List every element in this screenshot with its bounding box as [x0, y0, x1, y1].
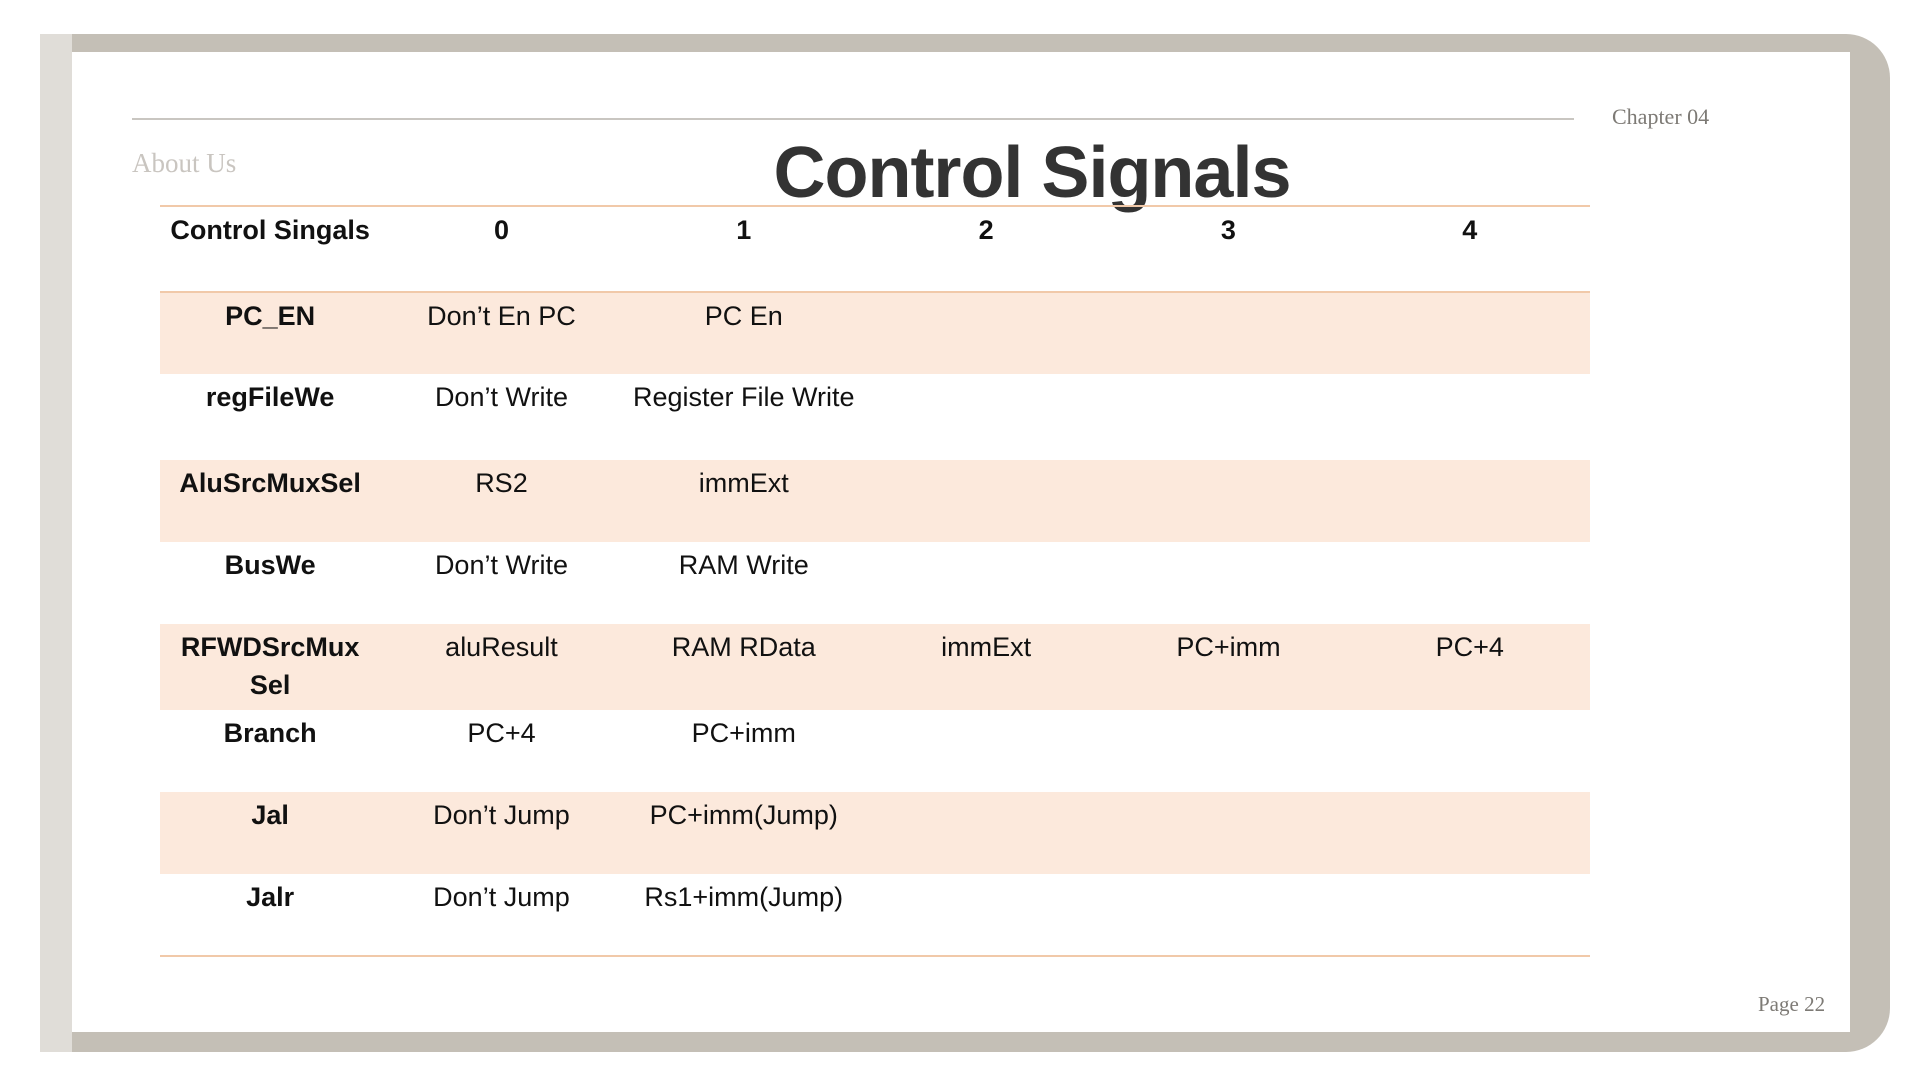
table-cell: Don’t En PC — [427, 301, 576, 331]
signal-name-cell: RFWDSrcMux Sel — [180, 632, 360, 700]
table-cell — [1107, 292, 1349, 374]
table-row: AluSrcMuxSel RS2 immExt — [160, 460, 1590, 542]
table-cell — [864, 874, 1108, 957]
table-cell — [865, 292, 1107, 374]
table-cell — [865, 374, 1107, 460]
table-row: BusWe Don’t Write RAM Write — [160, 542, 1590, 624]
table-cell — [1350, 374, 1590, 460]
chapter-label: Chapter 04 — [1612, 104, 1710, 129]
signal-name-cell: Branch — [223, 718, 317, 748]
table-row: regFileWe Don’t Write Register File Writ… — [160, 374, 1590, 460]
signal-name-cell: AluSrcMuxSel — [179, 468, 361, 498]
table-cell: immExt — [698, 468, 789, 498]
header-cell: 2 — [864, 205, 1108, 293]
table-cell: Don’t Jump — [380, 874, 623, 957]
table-cell — [1107, 374, 1349, 460]
slide-frame-left-edge — [40, 34, 72, 1052]
table-row: Branch PC+4 PC+imm — [160, 710, 1590, 792]
table-cell — [865, 542, 1107, 624]
section-label: About Us — [132, 148, 237, 178]
signal-name-cell: regFileWe — [205, 382, 335, 412]
table-cell: RAM RData — [671, 632, 816, 662]
table-cell: Don’t Jump — [433, 800, 570, 830]
table-cell — [1107, 792, 1349, 874]
table-row: Jal Don’t Jump PC+imm(Jump) — [160, 792, 1590, 874]
table-cell — [1350, 710, 1590, 792]
signal-name-cell: PC_EN — [225, 301, 316, 331]
table-cell: PC+imm — [1176, 632, 1281, 662]
table-cell — [1107, 542, 1349, 624]
header-rule — [132, 118, 1574, 120]
header-cell: 4 — [1349, 205, 1590, 293]
header-cell: Control Singals — [160, 205, 381, 293]
table-cell — [865, 710, 1107, 792]
table-cell: immExt — [941, 632, 1032, 662]
table-cell — [1349, 874, 1590, 957]
control-signals-table: Control Singals 0 1 2 3 4 PC_EN Don’t En… — [160, 205, 1590, 957]
table-header-row: Control Singals 0 1 2 3 4 — [160, 205, 1590, 293]
table-cell: aluResult — [445, 632, 558, 662]
signal-name-cell: Jalr — [160, 874, 381, 957]
table-row: Jalr Don’t Jump Rs1+imm(Jump) — [160, 874, 1590, 957]
table-cell — [1350, 792, 1590, 874]
table-cell — [1350, 460, 1590, 542]
table-row: RFWDSrcMux Sel aluResult RAM RData immEx… — [160, 624, 1590, 710]
table-row: PC_EN Don’t En PC PC En — [160, 292, 1590, 374]
table-cell — [865, 792, 1107, 874]
header-cell: 0 — [380, 205, 623, 293]
table-cell: PC En — [704, 301, 783, 331]
table-cell — [865, 460, 1107, 542]
signal-name-cell: Jal — [251, 800, 289, 830]
table-cell: PC+imm — [691, 718, 796, 748]
table-cell: PC+4 — [467, 718, 536, 748]
table-cell: Don’t Write — [434, 382, 568, 412]
table-cell: RAM Write — [678, 550, 809, 580]
slide-title: Control Signals — [773, 133, 1291, 213]
page-number: Page 22 — [1758, 992, 1826, 1016]
table-cell: Don’t Write — [434, 550, 568, 580]
table-cell — [1350, 292, 1590, 374]
table-cell — [1107, 460, 1349, 542]
table-cell — [1107, 874, 1350, 957]
table-cell — [1350, 542, 1590, 624]
table-cell: RS2 — [475, 468, 528, 498]
header-cell: 1 — [622, 205, 865, 293]
table-cell: PC+imm(Jump) — [649, 800, 838, 830]
table-cell: Rs1+imm(Jump) — [622, 874, 865, 957]
header-cell: 3 — [1107, 205, 1350, 293]
table-cell — [1107, 710, 1349, 792]
table-cell: PC+4 — [1435, 632, 1504, 662]
signal-name-cell: BusWe — [224, 550, 316, 580]
table-cell: Register File Write — [633, 382, 855, 412]
